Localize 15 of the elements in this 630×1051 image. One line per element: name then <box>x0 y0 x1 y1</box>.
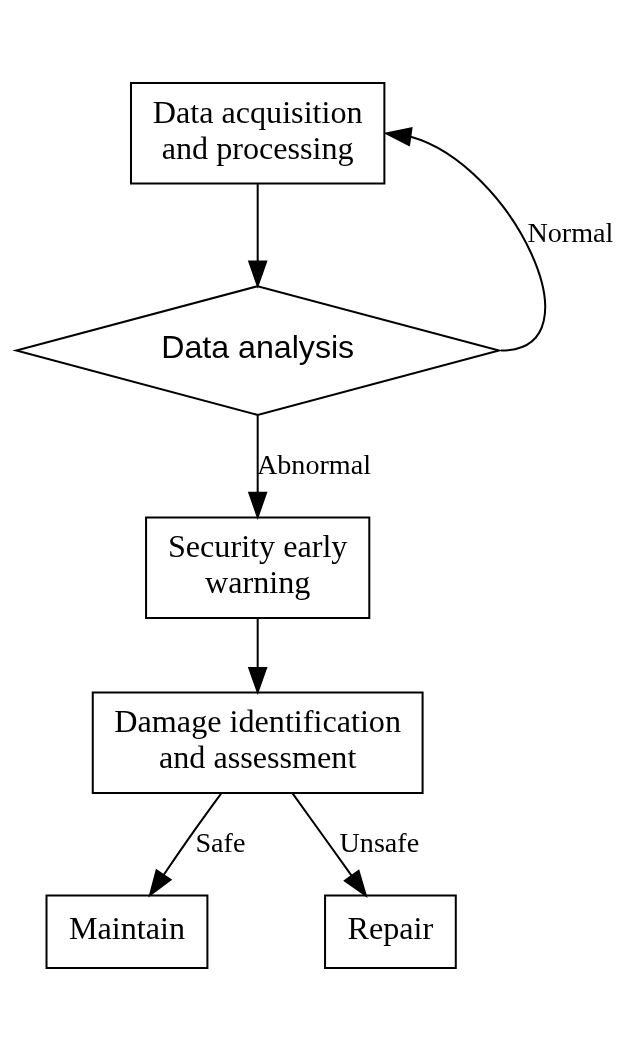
edge-label: Normal <box>527 217 614 249</box>
arrow <box>247 415 268 520</box>
arrow <box>247 618 268 696</box>
arrow <box>247 183 268 289</box>
arrow <box>291 792 368 898</box>
node-box: Maintain <box>45 894 209 969</box>
node-box: Data acquisition and processing <box>129 82 386 185</box>
edge-label: Safe <box>195 826 246 858</box>
arrow <box>383 127 546 352</box>
node-box: Security early warning <box>145 516 371 619</box>
node-box: Damage identification and assessment <box>91 691 424 794</box>
node-diamond: Data analysis <box>12 285 503 416</box>
edge-label: Unsafe <box>339 826 420 858</box>
node-box: Repair <box>324 894 457 969</box>
arrow <box>148 793 222 898</box>
